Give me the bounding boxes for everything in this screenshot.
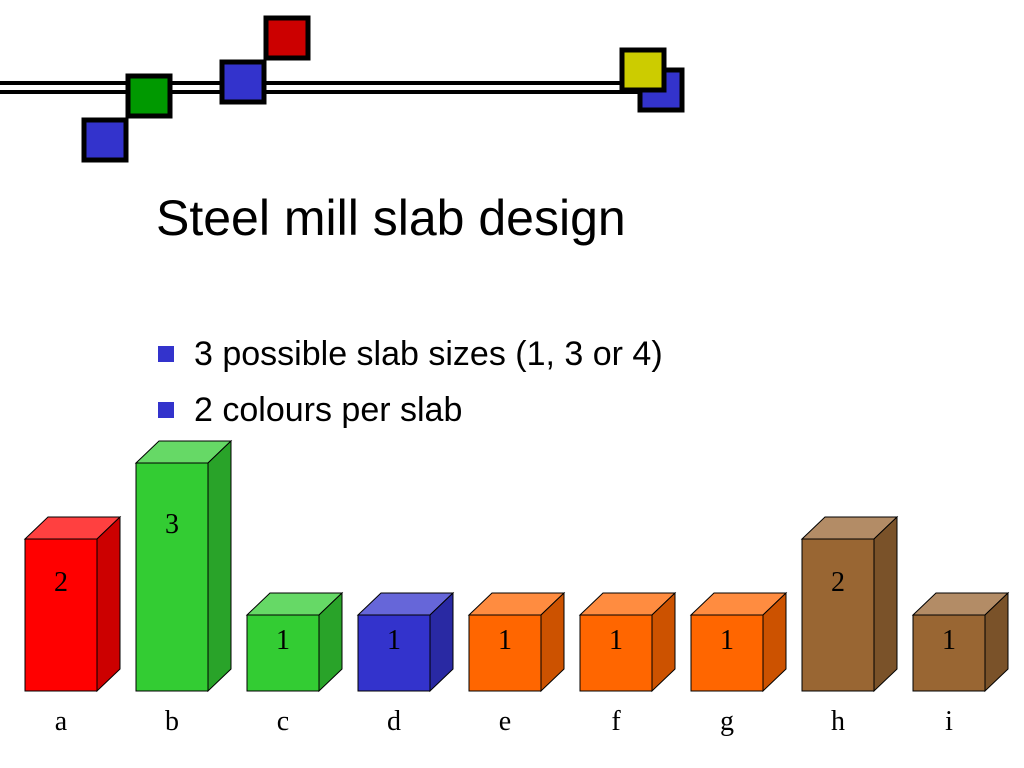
slab-front-face — [801, 538, 875, 692]
order-slab-h: 2h — [800, 515, 899, 737]
slab-size-label: 1 — [498, 625, 512, 656]
order-name-label: b — [165, 706, 179, 737]
slab-size-label: 1 — [276, 625, 290, 656]
bullet-square-icon — [158, 346, 174, 362]
order-name-label: d — [387, 706, 401, 737]
order-slab-e: 1e — [467, 591, 566, 737]
decor-square — [125, 73, 173, 119]
order-slab-g: 1g — [689, 591, 788, 737]
slab-side-face — [96, 515, 121, 693]
slab-side-face — [207, 439, 232, 693]
slab-front-face — [579, 614, 653, 692]
order-name-label: a — [55, 706, 68, 737]
slab-size-label: 2 — [831, 567, 845, 598]
order-name-label: e — [499, 706, 511, 737]
slab-side-face — [873, 515, 898, 693]
order-name-label: h — [831, 706, 845, 737]
decor-square — [619, 47, 667, 93]
order-slab-d: 1d — [356, 591, 455, 737]
slab-front-face — [246, 614, 320, 692]
slab-size-label: 1 — [609, 625, 623, 656]
decor-square — [219, 59, 267, 105]
order-slab-c: 1c — [245, 591, 344, 737]
slab-front-face — [912, 614, 986, 692]
slab-size-label: 1 — [720, 625, 734, 656]
order-name-label: i — [945, 706, 953, 737]
order-slab-a: 2a — [23, 515, 122, 737]
bullet-text: 2 colours per slab — [194, 390, 463, 429]
slab-front-face — [468, 614, 542, 692]
decor-square — [263, 15, 311, 61]
bullet-item: 2 colours per slab — [158, 382, 663, 438]
decor-square — [81, 117, 129, 163]
bullet-item: 3 possible slab sizes (1, 3 or 4) — [158, 326, 663, 382]
slab-front-face — [24, 538, 98, 692]
order-slab-b: 3b — [134, 439, 233, 737]
bullet-square-icon — [158, 402, 174, 418]
slab-front-face — [690, 614, 764, 692]
order-name-label: f — [611, 706, 621, 737]
order-slab-f: 1f — [578, 591, 677, 737]
slab-size-label: 1 — [942, 625, 956, 656]
slab-size-label: 3 — [165, 509, 179, 540]
order-name-label: g — [720, 706, 734, 737]
header-lines — [0, 81, 660, 94]
slab-front-face — [357, 614, 431, 692]
bullet-list: 3 possible slab sizes (1, 3 or 4) 2 colo… — [158, 326, 663, 438]
slab-size-label: 1 — [387, 625, 401, 656]
order-name-label: c — [277, 706, 289, 737]
order-slab-i: 1i — [911, 591, 1010, 737]
bullet-text: 3 possible slab sizes (1, 3 or 4) — [194, 334, 663, 373]
slide-title: Steel mill slab design — [156, 190, 626, 246]
decorative-header — [0, 15, 685, 163]
slab-size-label: 2 — [54, 567, 68, 598]
slab-front-face — [135, 462, 209, 692]
